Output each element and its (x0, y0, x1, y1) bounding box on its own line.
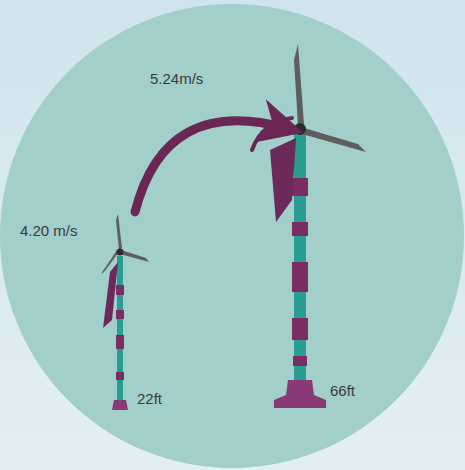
tower-band (292, 318, 308, 340)
blade (294, 44, 304, 126)
tower-band (116, 335, 124, 349)
tower-band (116, 285, 124, 295)
blade (120, 250, 149, 262)
wind-speed-label: 5.24m/s (150, 70, 203, 88)
tower-band (293, 356, 307, 366)
growth-arrow (135, 121, 286, 212)
tower-band (116, 310, 124, 319)
blade (116, 214, 122, 250)
tower-band (292, 262, 308, 292)
sail (270, 138, 296, 222)
blade (302, 128, 366, 152)
wind-swoosh (252, 118, 292, 150)
tower (294, 132, 306, 382)
wind-speed-label: 4.20 m/s (20, 222, 78, 240)
tower-band (292, 222, 308, 236)
hub (294, 123, 306, 135)
height-label: 22ft (137, 390, 162, 408)
large-turbine (264, 44, 366, 408)
sail (103, 262, 118, 328)
blade (101, 250, 119, 274)
small-turbine (101, 214, 149, 410)
tower (117, 256, 123, 402)
base (274, 380, 326, 408)
tower-band (116, 372, 124, 380)
backdrop-circle (0, 4, 464, 468)
tower-band (292, 178, 308, 196)
base (112, 400, 128, 410)
height-label: 66ft (330, 382, 355, 400)
hub (117, 249, 124, 256)
